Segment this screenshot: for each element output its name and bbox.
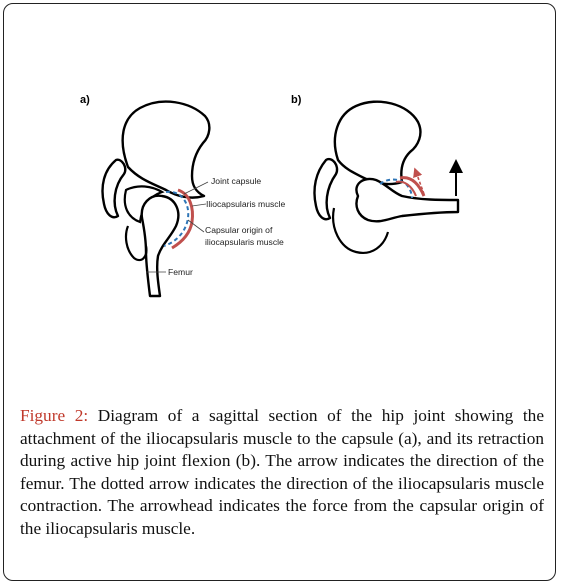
- figure-frame: [3, 3, 556, 581]
- panel-b-joint-capsule: [379, 178, 413, 199]
- panel-a-ischium-hook: [101, 158, 127, 219]
- caption-label: Figure 2:: [20, 406, 89, 425]
- panel-b-iliocapsularis-muscle-2: [395, 180, 417, 197]
- figure-caption: Figure 2: Diagram of a sagittal section …: [20, 405, 544, 541]
- leader-joint-capsule: [183, 181, 209, 195]
- label-capsular-origin-1: Capsular origin of: [205, 225, 273, 235]
- leader-capsular-origin: [187, 219, 205, 233]
- panel-a-pubis: [124, 225, 148, 262]
- label-joint-capsule: Joint capsule: [211, 176, 261, 186]
- panel-b-drawing: [313, 100, 463, 254]
- panel-b-contraction-arrow: [413, 167, 425, 195]
- panel-a-iliocapsularis-muscle: [171, 188, 194, 250]
- panel-b-ischium-hook: [313, 157, 339, 221]
- caption-text: Diagram of a sagittal section of the hip…: [20, 406, 544, 538]
- panel-b-pubis: [332, 207, 390, 254]
- label-iliocapsularis-muscle: Iliocapsularis muscle: [206, 199, 286, 209]
- label-femur: Femur: [168, 267, 193, 277]
- leader-iliocapsularis: [191, 203, 207, 207]
- panel-b-pelvis: [333, 100, 422, 186]
- panel-a-drawing: [101, 100, 211, 298]
- panel-b-femur: [355, 177, 460, 223]
- panel-b-label: b): [291, 94, 302, 106]
- hip-joint-diagram: a) Joint capsule Iliocapsularis muscle C…: [80, 94, 463, 298]
- panel-a-pelvis: [121, 100, 211, 199]
- panel-b-iliocapsularis-muscle: [399, 176, 426, 197]
- panel-a-label: a): [80, 94, 90, 106]
- label-capsular-origin-2: iliocapsularis muscle: [205, 237, 284, 247]
